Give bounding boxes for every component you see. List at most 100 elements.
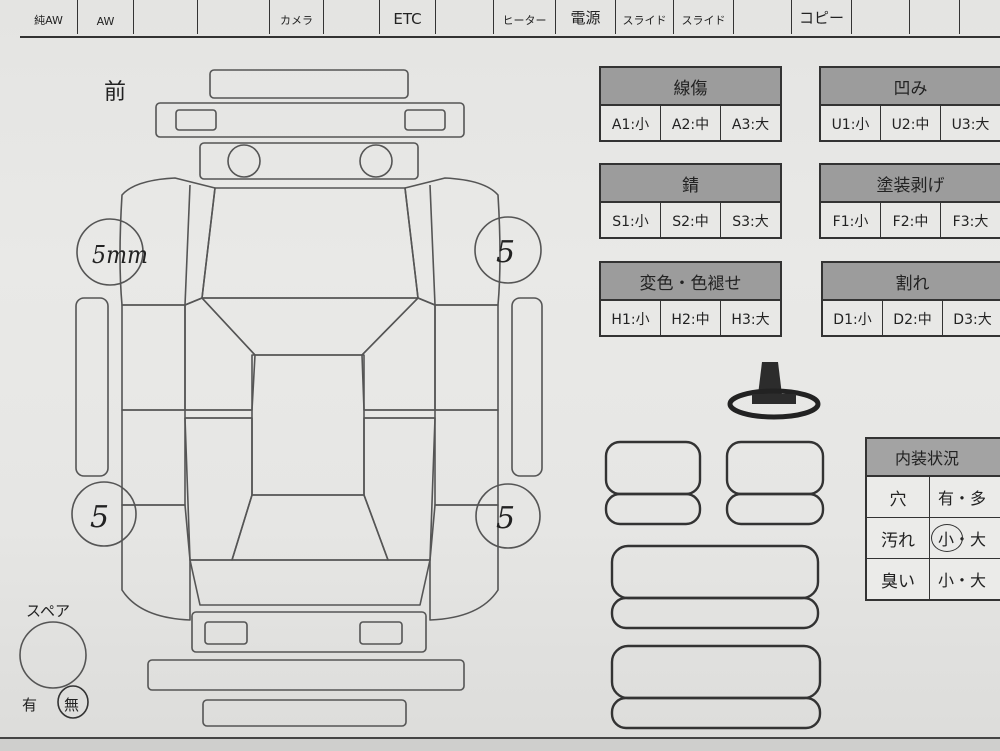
equip-cell: ヒーター [494,0,556,34]
equip-cell [436,0,494,34]
steering-wheel-icon [727,362,821,420]
equip-cell: カメラ [270,0,324,34]
equip-cell [734,0,792,34]
equip-label: カメラ [280,14,313,27]
tire-front-right-value: 5 [496,235,515,270]
equip-label: ヒーター [502,14,547,27]
equipment-strip: 純AW AW カメラ ETC ヒーター 電源 スライド スライド コピー [20,0,1000,38]
legend-item: D1:小 [823,301,883,337]
legend-title: 割れ [823,263,1000,301]
spare-no-circle [57,685,89,719]
front-label: 前 [104,80,127,105]
legend-item: H3:大 [731,312,770,328]
legend-item: F3:大 [952,214,989,230]
equip-cell: 電源 [556,0,616,34]
rear-seat-back [610,544,820,600]
bottom-border [0,737,1000,751]
legend-item: A3:大 [731,117,770,133]
rear-right-lamp [359,621,403,645]
interior-title: 内装状況 [867,439,1000,477]
driver-seat-cushion [604,492,702,526]
equip-cell [134,0,198,34]
spare-yes: 有 [22,696,37,714]
legend-item: D2:中 [883,301,943,337]
spare-no: 無 [64,696,79,714]
right-front-window [361,297,436,411]
equip-cell: スライド [674,0,734,34]
front-left-lamp [175,109,217,131]
equip-label: ETC [393,10,422,28]
equip-cell [910,0,960,34]
legend-item: H1:小 [601,301,661,337]
equip-cell: 純AW [20,0,78,34]
equip-cell: コピー [792,0,852,34]
front-bumper [155,102,465,138]
tire-rear-right [475,483,541,549]
front-right-lamp [404,109,446,131]
driver-seat [604,440,702,496]
trunk [189,559,431,606]
spare-tire [19,621,87,689]
interior-label: 穴 [867,477,930,517]
right-rear-quarter [429,504,499,621]
left-sill [75,297,109,477]
tire-front-left [76,218,144,286]
interior-status-table: 内装状況 穴 有・多 汚れ 小・大 臭い 小・大 [865,437,1000,601]
rear-seat-cushion [610,596,820,630]
dirt-small-circle [931,524,963,552]
front-panel [199,142,419,180]
interior-row-dirt: 汚れ 小・大 [867,518,1000,559]
equip-cell: ETC [380,0,436,34]
equip-cell: AW [78,0,134,34]
legend-title: 錆 [601,165,780,203]
equip-label: スライド [681,14,726,27]
interior-label: 臭い [867,559,930,599]
interior-value: 有・多 [938,489,987,508]
tire-rear-left-value: 5 [90,500,109,535]
interior-value: 小・大 [938,571,987,590]
legend-item: D3:大 [953,312,992,328]
passenger-seat [725,440,825,496]
legend-item: S3:大 [732,214,769,230]
legend-title: 線傷 [601,68,780,106]
third-row-seat-cushion [610,696,822,730]
equip-label: AW [96,15,115,28]
fog-lamp-left [227,144,261,178]
third-row-seat-back [610,644,822,700]
legend-item: A1:小 [601,106,661,142]
passenger-seat-cushion [725,492,825,526]
tire-front-right [474,216,542,284]
interior-label: 汚れ [867,518,930,558]
legend-title: 変色・色褪せ [601,263,780,301]
rear-bumper [147,659,465,691]
car-damage-diagram: 5mm 5 5 5 スペア 有 無 [19,69,543,727]
legend-item: S2:中 [661,203,721,239]
legend-item: U1:小 [821,106,881,142]
tire-front-left-value: 5mm [92,241,148,269]
legend-item: U3:大 [951,117,990,133]
equip-cell [324,0,380,34]
tire-rear-left [71,481,137,547]
equip-cell: スライド [616,0,674,34]
spare-label: スペア [26,602,70,620]
legend-item: F2:中 [881,203,941,239]
rear-panel [191,611,427,653]
equip-cell [198,0,270,34]
legend-item: F1:小 [821,203,881,239]
left-rear-quarter [121,504,191,621]
rear-left-lamp [204,621,248,645]
legend-item: S1:小 [601,203,661,239]
legend-title: 凹み [821,68,1000,106]
left-front-window [184,297,256,411]
right-fender-line [429,184,436,306]
legend-item: A2:中 [661,106,721,142]
front-grille-top [209,69,409,99]
legend-title: 塗装剥げ [821,165,1000,203]
interior-row-odor: 臭い 小・大 [867,559,1000,599]
